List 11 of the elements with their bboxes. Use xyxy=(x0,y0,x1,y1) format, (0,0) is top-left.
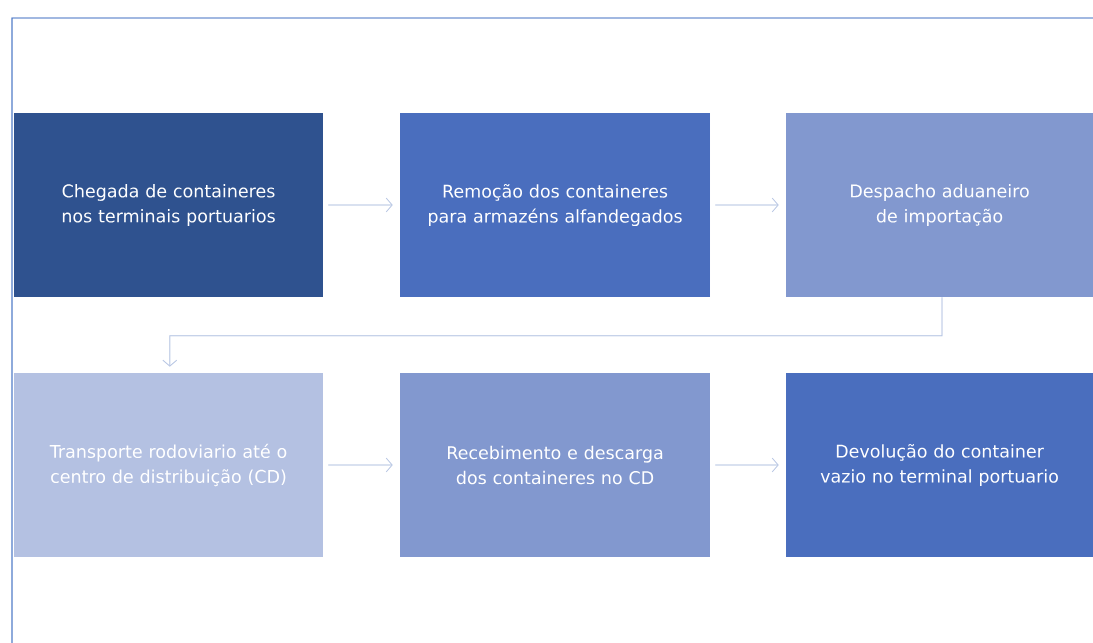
process-box: Devolução do container vazio no terminal portuario xyxy=(786,373,1093,557)
arrow xyxy=(162,296,943,367)
arrow xyxy=(327,197,393,213)
process-box: Recebimento e descarga dos containeres no CD xyxy=(400,373,710,557)
arrow xyxy=(714,457,779,473)
process-box: Chegada de containeres nos terminais portuarios xyxy=(14,113,323,297)
process-box: Transporte rodoviario até o centro de distribuição (CD) xyxy=(14,373,323,557)
arrow xyxy=(327,457,393,473)
process-box: Remoção dos containeres para armazéns alfandegados xyxy=(400,113,710,297)
process-box: Despacho aduaneiro de importação xyxy=(786,113,1093,297)
arrow xyxy=(714,197,779,213)
